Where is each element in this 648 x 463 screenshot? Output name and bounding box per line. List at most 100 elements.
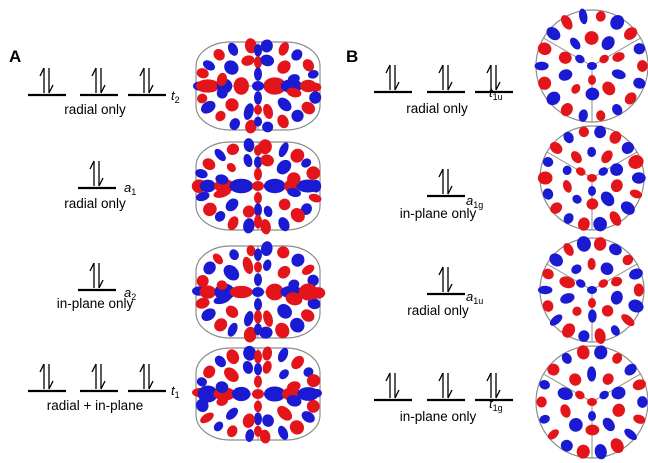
negative-lobe xyxy=(637,396,648,408)
negative-lobe xyxy=(291,109,304,122)
positive-lobe xyxy=(576,444,590,459)
negative-lobe xyxy=(546,26,561,41)
spin-down-arrow-head xyxy=(447,389,453,399)
energy-level-b-row4 xyxy=(374,372,412,402)
negative-lobe xyxy=(601,36,615,51)
positive-lobe xyxy=(216,280,228,290)
energy-level-b-row3 xyxy=(427,266,465,296)
orbital-cage-a-t1 xyxy=(192,345,323,444)
spin-up-arrow-head xyxy=(438,168,444,178)
panel-b-row4-description: in-plane only xyxy=(399,409,477,424)
positive-lobe xyxy=(245,119,257,134)
negative-lobe xyxy=(307,274,319,287)
positive-lobe xyxy=(289,420,304,435)
positive-lobe xyxy=(254,310,262,324)
positive-lobe xyxy=(536,396,547,408)
negative-lobe xyxy=(534,61,549,71)
orbital-cage-b-t1u xyxy=(534,8,648,123)
orbital-cage-a-t2 xyxy=(193,38,322,134)
negative-lobe xyxy=(620,201,635,215)
negative-lobe xyxy=(291,253,305,267)
panel-a-row3-symbol: a2 xyxy=(124,285,137,302)
positive-lobe xyxy=(290,148,305,163)
negative-lobe xyxy=(602,417,615,432)
positive-lobe xyxy=(287,172,301,186)
energy-level-a-row4 xyxy=(128,363,166,393)
positive-lobe xyxy=(306,166,321,180)
negative-lobe xyxy=(610,163,624,176)
negative-lobe xyxy=(229,249,239,261)
positive-lobe xyxy=(559,276,575,289)
negative-lobe xyxy=(561,352,572,364)
negative-lobe xyxy=(560,439,573,452)
positive-lobe xyxy=(601,150,613,164)
spin-up-arrow-head xyxy=(39,67,45,77)
energy-level-a-row4 xyxy=(28,363,66,393)
negative-lobe xyxy=(572,194,582,204)
negative-lobe xyxy=(594,345,608,360)
negative-lobe xyxy=(263,205,273,218)
positive-lobe xyxy=(263,103,274,119)
negative-lobe xyxy=(297,387,320,401)
negative-lobe xyxy=(243,138,255,153)
positive-lobe xyxy=(226,143,240,156)
positive-lobe xyxy=(254,400,262,413)
positive-lobe xyxy=(612,352,623,364)
negative-lobe xyxy=(254,248,262,261)
negative-lobe xyxy=(286,395,302,407)
positive-lobe xyxy=(629,189,643,199)
energy-level-a-row4 xyxy=(80,363,118,393)
negative-lobe xyxy=(624,363,637,376)
negative-lobe xyxy=(291,49,303,61)
positive-lobe xyxy=(196,274,209,288)
positive-lobe xyxy=(587,174,597,182)
positive-lobe xyxy=(277,60,291,74)
positive-lobe xyxy=(549,141,563,154)
positive-lobe xyxy=(562,180,572,193)
positive-lobe xyxy=(254,261,262,273)
positive-lobe xyxy=(596,110,606,121)
spin-up-arrow-head xyxy=(438,372,444,382)
positive-lobe xyxy=(301,101,316,115)
positive-lobe xyxy=(254,167,262,181)
positive-lobe xyxy=(246,245,256,257)
orbital-cage-a-a1 xyxy=(191,138,322,235)
negative-lobe xyxy=(254,412,262,426)
negative-lobe xyxy=(195,191,210,202)
positive-lobe xyxy=(233,77,249,95)
negative-lobe xyxy=(575,54,585,64)
negative-lobe xyxy=(593,216,607,232)
negative-lobe xyxy=(227,42,239,56)
positive-lobe xyxy=(225,98,239,112)
positive-lobe xyxy=(547,429,559,440)
spin-down-arrow-head xyxy=(48,380,54,390)
negative-lobe xyxy=(216,87,228,99)
orbital-cage-b-t1g xyxy=(535,345,648,460)
panel-b-row1-description: radial only xyxy=(406,101,468,116)
spin-up-arrow-head xyxy=(89,160,95,170)
negative-lobe xyxy=(214,211,226,222)
energy-level-a-row1 xyxy=(80,67,118,97)
negative-lobe xyxy=(279,369,289,380)
panel-b-row3-description: radial only xyxy=(407,303,469,318)
spin-down-arrow-head xyxy=(394,81,400,91)
negative-lobe xyxy=(575,279,586,288)
positive-lobe xyxy=(587,398,597,406)
negative-lobe xyxy=(628,299,644,313)
panel-b-row3-symbol: a1u xyxy=(466,289,484,306)
positive-lobe xyxy=(215,110,226,122)
negative-lobe xyxy=(252,287,264,297)
panel-a-row3-description: in-plane only xyxy=(56,296,134,311)
positive-lobe xyxy=(632,379,646,391)
negative-lobe xyxy=(215,381,229,394)
energy-level-b-row1 xyxy=(427,64,465,94)
positive-lobe xyxy=(570,151,582,164)
positive-lobe xyxy=(584,31,599,45)
positive-lobe xyxy=(637,60,648,72)
positive-lobe xyxy=(299,79,317,93)
positive-lobe xyxy=(275,322,290,339)
positive-lobe xyxy=(575,167,586,176)
negative-lobe xyxy=(227,322,238,337)
spin-up-arrow-head xyxy=(139,363,145,373)
negative-lobe xyxy=(276,159,292,175)
